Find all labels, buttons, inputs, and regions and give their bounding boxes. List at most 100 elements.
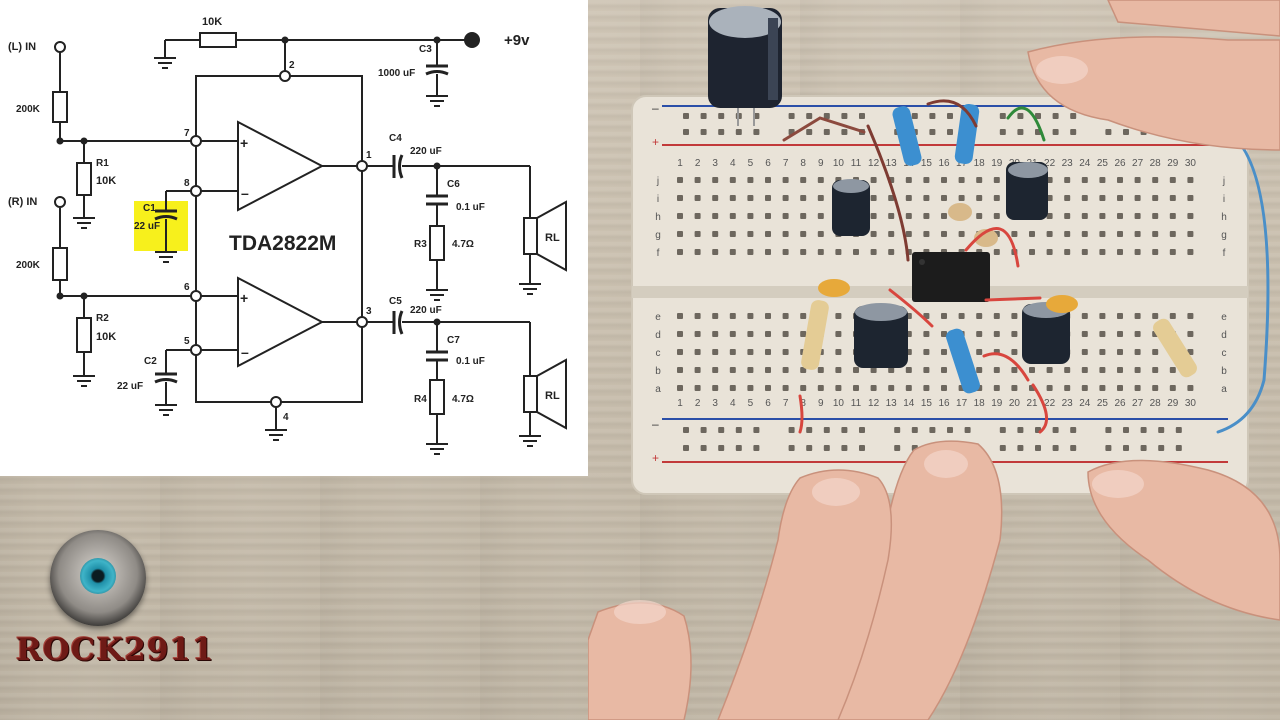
column-number-top: 18	[974, 158, 986, 169]
column-number-top: 26	[1114, 158, 1126, 169]
column-number-bottom: 19	[991, 398, 1003, 409]
pin-2: 2	[289, 60, 295, 71]
row-letter: b	[655, 366, 661, 377]
column-number-top: 3	[712, 158, 718, 169]
column-number-top: 1	[677, 158, 683, 169]
column-number-bottom: 13	[886, 398, 898, 409]
load-label-upper: RL	[545, 232, 560, 244]
resistor-r3	[429, 225, 445, 261]
column-number-bottom: 21	[1026, 398, 1038, 409]
c2-value: 22 uF	[117, 381, 143, 392]
column-number-top: 11	[851, 158, 862, 169]
c7-value: 0.1 uF	[456, 356, 485, 367]
ground-symbols	[73, 57, 541, 455]
column-number-bottom: 25	[1097, 398, 1109, 409]
column-number-bottom: 14	[903, 398, 915, 409]
column-number-top: 25	[1097, 158, 1109, 169]
row-letter: e	[1221, 312, 1227, 323]
electrolytic-capacitor-c5	[1022, 304, 1070, 364]
supply-label: +9v	[504, 32, 530, 49]
r2-value: 10K	[96, 331, 116, 343]
c3-name: C3	[419, 44, 432, 55]
pin-3: 3	[366, 306, 372, 317]
right-input-terminal	[54, 196, 66, 208]
row-letter: g	[1221, 230, 1227, 241]
row-letter: i	[1223, 194, 1225, 205]
pin-8: 8	[184, 178, 190, 189]
column-number-bottom: 26	[1114, 398, 1126, 409]
speaker-lower-body	[523, 375, 538, 413]
column-number-top: 6	[765, 158, 771, 169]
resistor-200k-left	[52, 91, 68, 123]
column-number-bottom: 29	[1167, 398, 1179, 409]
blue-resistors	[892, 103, 980, 394]
r1-name: R1	[96, 158, 109, 169]
top-resistor-label: 10K	[202, 16, 222, 28]
opamp-upper-plus: +	[240, 135, 248, 151]
row-letter: a	[655, 384, 661, 395]
opamp-lower-plus: +	[240, 290, 248, 306]
c4-value: 220 uF	[410, 146, 442, 157]
row-letter: j	[1222, 176, 1225, 187]
row-letter: d	[1221, 330, 1227, 341]
column-number-top: 23	[1062, 158, 1074, 169]
column-number-bottom: 28	[1150, 398, 1162, 409]
electrolytic-capacitor-c2	[854, 306, 908, 368]
ic-name-label: TDA2822M	[229, 232, 336, 255]
column-number-bottom: 2	[695, 398, 701, 409]
row-letter: g	[655, 230, 661, 241]
c5-name: C5	[389, 296, 402, 307]
row-letter: e	[655, 312, 661, 323]
column-number-bottom: 18	[974, 398, 986, 409]
row-letter: c	[656, 348, 661, 359]
row-letter: f	[1223, 248, 1226, 259]
pin-5: 5	[184, 336, 190, 347]
hand-fingers	[588, 0, 1280, 720]
rock2911-logo: ROCK2911	[16, 528, 214, 678]
r4-value: 4.7Ω	[452, 394, 474, 405]
column-number-top: 4	[730, 158, 736, 169]
pin-7: 7	[184, 128, 190, 139]
finger-middle	[717, 469, 893, 720]
load-label-lower: RL	[545, 390, 560, 402]
column-number-bottom: 4	[730, 398, 736, 409]
column-number-top: 12	[868, 158, 880, 169]
r3-value: 4.7Ω	[452, 239, 474, 250]
column-number-bottom: 3	[712, 398, 718, 409]
column-number-bottom: 12	[868, 398, 880, 409]
column-number-bottom: 7	[783, 398, 789, 409]
c4-name: C4	[389, 133, 402, 144]
column-number-top: 10	[833, 158, 845, 169]
column-number-bottom: 27	[1132, 398, 1144, 409]
resistor-10k-top	[199, 32, 237, 48]
column-number-bottom: 24	[1079, 398, 1091, 409]
row-letter: a	[1221, 384, 1227, 395]
left-input-label: (L) IN	[8, 41, 36, 53]
opamp-lower	[237, 276, 325, 368]
column-number-top: 19	[991, 158, 1003, 169]
column-number-bottom: 8	[800, 398, 806, 409]
row-letter: j	[656, 176, 659, 187]
c2-name: C2	[144, 356, 157, 367]
rail-minus-top: –	[652, 101, 659, 115]
column-number-top: 15	[921, 158, 933, 169]
ceramic-capacitors	[818, 203, 1078, 313]
eye-icon	[50, 530, 146, 626]
column-number-top: 30	[1185, 158, 1197, 169]
r3-name: R3	[414, 239, 427, 250]
column-number-bottom: 15	[921, 398, 933, 409]
row-letter: d	[655, 330, 661, 341]
breadboard-svg: – + – + 11223344556677889910101111121213…	[588, 0, 1280, 720]
column-number-top: 9	[818, 158, 824, 169]
input-resistor-left-label: 200K	[16, 104, 41, 115]
rail-minus-bottom: –	[652, 417, 659, 431]
column-number-top: 2	[695, 158, 701, 169]
speaker-upper-cone	[536, 200, 567, 272]
column-number-top: 24	[1079, 158, 1091, 169]
schematic-svg: TDA2822M +9v (L) IN (R) IN 10K 200K 200K…	[8, 16, 567, 455]
column-number-top: 8	[800, 158, 806, 169]
eye-iris	[80, 558, 116, 594]
left-input-terminal	[54, 41, 66, 53]
finger-top-right	[1027, 36, 1280, 151]
